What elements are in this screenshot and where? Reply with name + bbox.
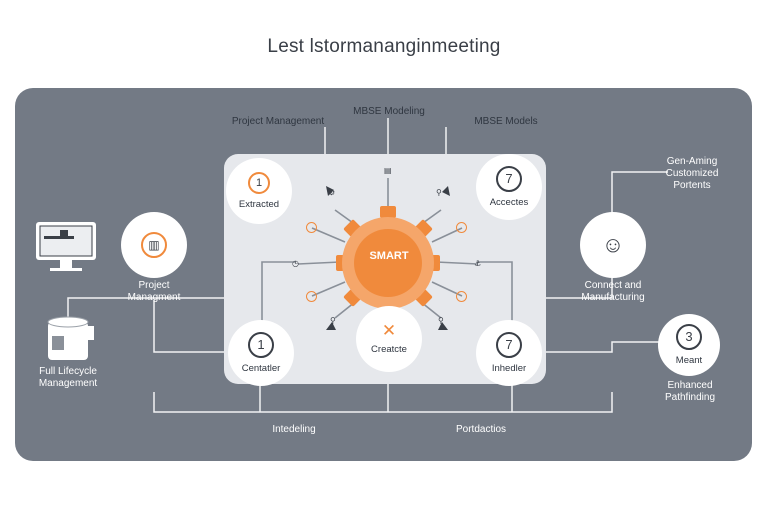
label-mbse-modeling: MBSE Modeling [353, 106, 425, 117]
label-customized-portents: Gen-Aming Customized Portents [665, 156, 719, 191]
label-intedeling: Intedeling [272, 424, 316, 435]
spoke-icon [306, 222, 317, 233]
anchor-icon: ⚓ [474, 259, 482, 268]
node-number: 1 [257, 337, 265, 353]
node-number: 7 [505, 337, 513, 353]
label-portdactios: Portdactios [455, 424, 507, 435]
label-mbse-models: MBSE Models [474, 116, 538, 127]
connect-node: ☺ [580, 212, 646, 278]
spoke-icon [306, 291, 317, 302]
spoke-icon [456, 222, 467, 233]
meant-node: 3 Meant [658, 314, 720, 376]
node-extracted: 1 Extracted [226, 158, 292, 224]
label-project-managment-left: Project Managment [127, 280, 181, 303]
clock-icon: ◷ [292, 259, 299, 268]
pin-icon: ⚲ [330, 316, 336, 325]
node-number: 7 [505, 171, 513, 187]
node-inhedler: 7 Inhedler [476, 320, 542, 386]
label-full-lifecycle: Full Lifecycle Management [38, 366, 98, 389]
node-label: Centatler [241, 362, 281, 374]
label-project-management-top: Project Management [231, 116, 325, 127]
spoke-icon [456, 291, 467, 302]
node-label: Inhedler [491, 362, 527, 374]
node-creatcte: ✕ Creatcte [356, 306, 422, 372]
node-label: Extracted [238, 198, 280, 210]
label-connect-manufacturing: Connect and Manufacturing [581, 280, 645, 303]
pin-icon: ⚲ [438, 316, 444, 325]
node-number: 3 [685, 329, 693, 345]
gear-label: SMART [369, 250, 409, 262]
node-label: Meant [675, 354, 703, 366]
diagram-title: Lest lstormananginmeeting [267, 36, 501, 57]
tool-icon: ⚙ [328, 188, 336, 197]
document-icon: ▤ [384, 166, 392, 175]
node-centatler: 1 Centatler [228, 320, 294, 386]
node-label: Accectes [489, 196, 529, 208]
chart-icon: ▥ [148, 238, 160, 252]
label-enhanced-pathfinding: Enhanced Pathfinding [664, 380, 716, 403]
project-management-node: ▥ [121, 212, 187, 278]
node-label: Creatcte [371, 344, 407, 356]
people-icon: ☺ [601, 232, 625, 257]
node-accectes: 7 Accectes [476, 154, 542, 220]
close-icon: ✕ [381, 321, 397, 341]
node-number: 1 [255, 176, 263, 189]
gear-icon [336, 206, 440, 320]
link-icon: ⚲ [436, 188, 442, 197]
